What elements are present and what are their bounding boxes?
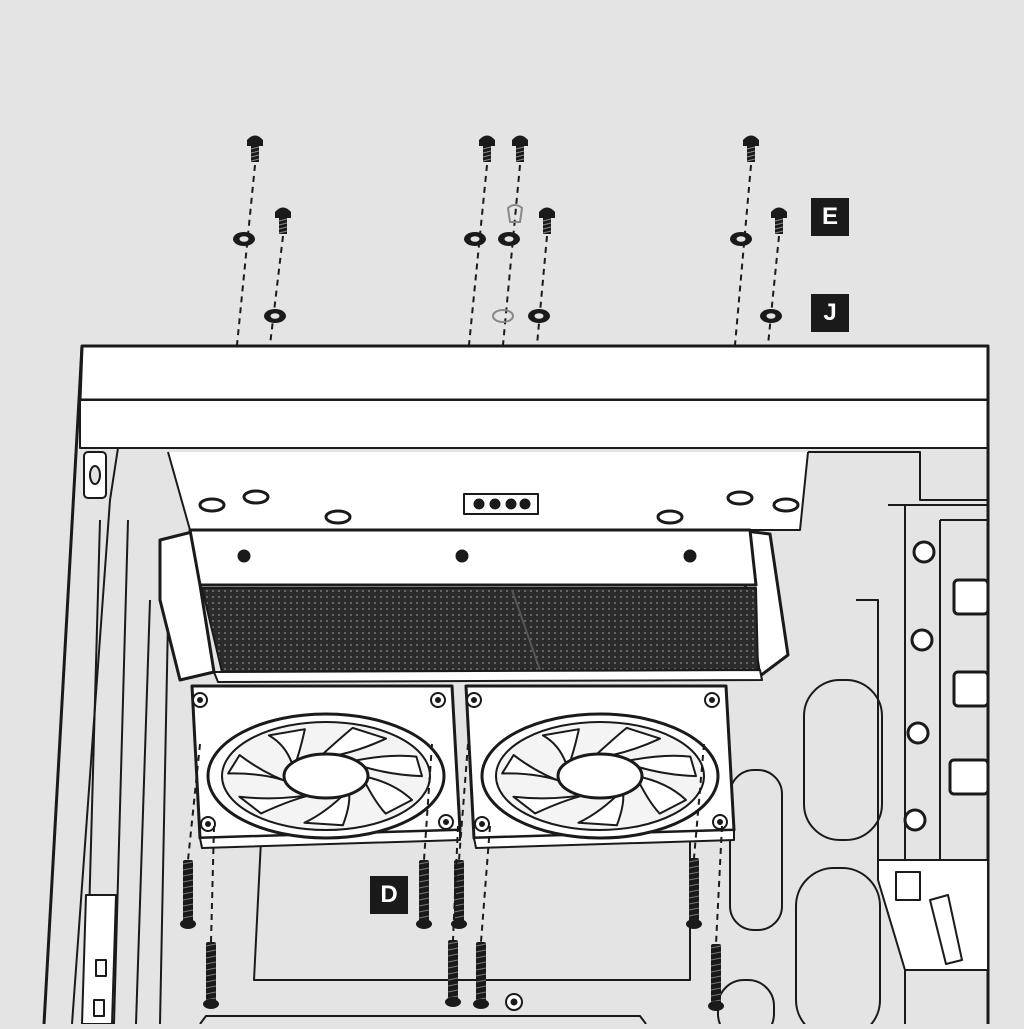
- callout-e: E: [811, 198, 849, 236]
- radiator-icon: [158, 528, 790, 683]
- callout-d-label: D: [380, 881, 398, 908]
- callout-j: J: [811, 294, 849, 332]
- alignment-guide: [715, 825, 723, 945]
- fan-icon: [190, 684, 462, 849]
- alignment-guide: [480, 825, 491, 943]
- alignment-guide: [210, 825, 215, 943]
- callout-d: D: [370, 876, 408, 914]
- callout-e-label: E: [821, 203, 838, 230]
- screw-icon: [771, 207, 787, 234]
- washer-icon: [730, 232, 752, 246]
- alignment-guide: [423, 743, 433, 861]
- washer-icon: [528, 309, 550, 323]
- fan-icon: [464, 684, 736, 849]
- screw-icon: [743, 135, 759, 162]
- alignment-guide: [693, 743, 705, 859]
- alignment-guide: [502, 164, 521, 346]
- alignment-guide: [452, 825, 459, 941]
- case-body: [42, 345, 990, 1029]
- washer-icon: [233, 232, 255, 246]
- alignment-guide: [734, 164, 752, 346]
- washer-icon: [760, 309, 782, 323]
- callout-j-label: J: [823, 299, 837, 326]
- screw-icon: [512, 135, 528, 162]
- washer-icon: [498, 232, 520, 246]
- washer-icon: [264, 309, 286, 323]
- screw-icon: [180, 860, 196, 929]
- alignment-guide: [236, 164, 256, 346]
- screw-icon: [708, 944, 724, 1011]
- screw-icon: [247, 135, 263, 162]
- case-top-panel: [78, 344, 990, 449]
- washer-icon: [464, 232, 486, 246]
- screw-icon: [479, 135, 495, 162]
- alignment-guide: [468, 164, 488, 346]
- alignment-guide: [269, 235, 284, 346]
- screw-icon: [445, 940, 461, 1007]
- alignment-guide: [187, 743, 201, 861]
- alignment-guide: [458, 743, 469, 861]
- alignment-guide: [767, 235, 780, 346]
- screw-icon: [473, 942, 489, 1009]
- alignment-guide: [536, 235, 548, 346]
- washer-icon: [492, 204, 524, 323]
- screw-icon: [416, 860, 432, 929]
- screw-icon: [539, 207, 555, 234]
- screw-icon: [203, 942, 219, 1009]
- screw-icon: [686, 858, 702, 929]
- screw-icon: [275, 207, 291, 234]
